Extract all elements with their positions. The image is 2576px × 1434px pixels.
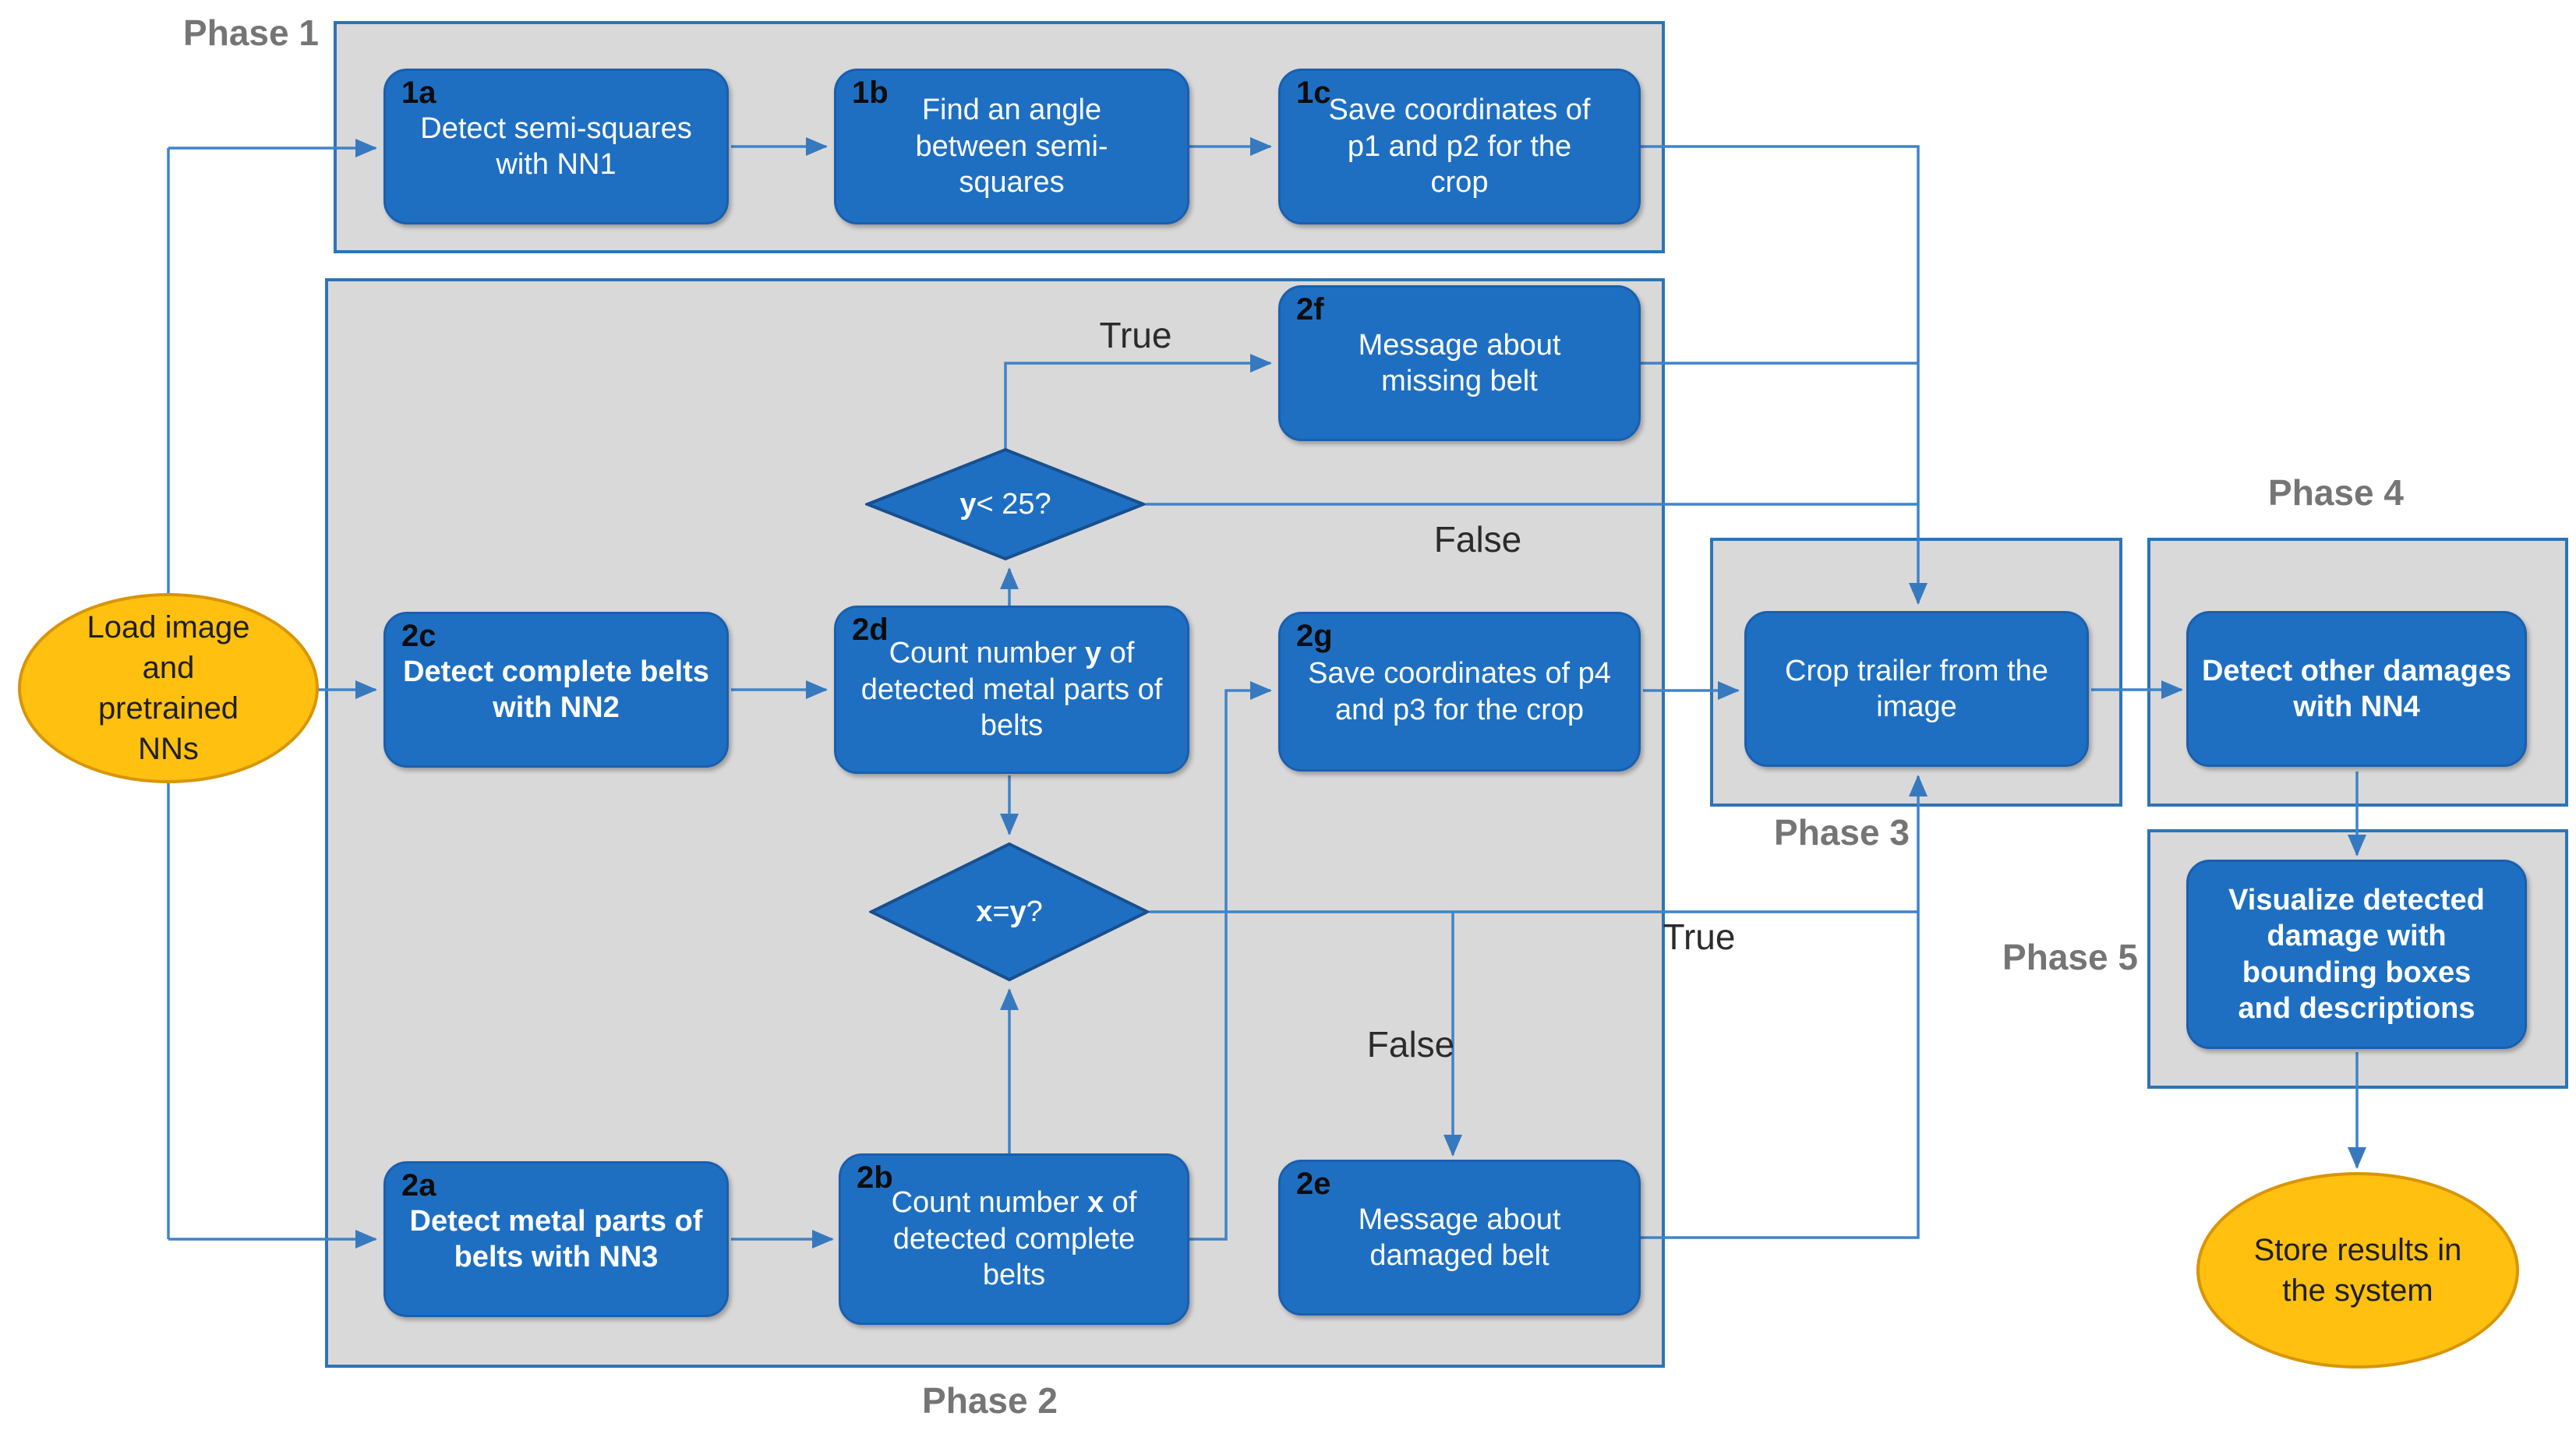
label-phase-4: Phase 4 bbox=[2268, 472, 2404, 513]
node-2c-text: Detect complete belts with NN2 bbox=[403, 655, 709, 724]
wire-1c-to-crop bbox=[1641, 145, 1928, 605]
decision-x-eq-y-rest: ? bbox=[1026, 895, 1043, 928]
decision-x-eq-y-var1: x bbox=[976, 895, 993, 928]
node-2d-text-var: y bbox=[1084, 637, 1102, 670]
decision-y-lt-25-text: y < 25? bbox=[865, 447, 1146, 561]
node-2c: 2c Detect complete belts with NN2 bbox=[383, 612, 729, 768]
node-2g-text: Save coordinates of p4 and p3 for the cr… bbox=[1308, 657, 1611, 726]
node-detect-other-damages-text: Detect other damages with NN4 bbox=[2201, 654, 2511, 723]
node-1c-text: Save coordinates of p1 and p2 for the cr… bbox=[1328, 94, 1591, 200]
node-2d-text: Count number y of detected metal parts o… bbox=[860, 635, 1164, 743]
node-1a: 1a Detect semi-squares with NN1 bbox=[383, 69, 729, 224]
node-2e: 2e Message about damaged belt bbox=[1278, 1160, 1641, 1316]
node-2c-tag: 2c bbox=[401, 619, 436, 653]
decision-y-lt-25-rest: < 25? bbox=[976, 487, 1051, 521]
node-2f-tag: 2f bbox=[1296, 292, 1324, 327]
node-2a: 2a Detect metal parts of belts with NN3 bbox=[383, 1161, 729, 1317]
wire-2b-to-2g bbox=[1189, 681, 1272, 1241]
label-phase-1: Phase 1 bbox=[183, 12, 319, 53]
node-crop-trailer: Crop trailer from the image bbox=[1744, 611, 2089, 767]
node-2b-text-pre: Count number bbox=[891, 1186, 1087, 1220]
node-2b: 2b Count number x of detected complete b… bbox=[839, 1153, 1189, 1325]
node-1a-tag: 1a bbox=[401, 76, 436, 110]
decision-x-eq-y: x = y? bbox=[869, 842, 1150, 982]
decision-x-eq-y-mid: = bbox=[992, 895, 1010, 928]
node-detect-other-damages: Detect other damages with NN4 bbox=[2186, 611, 2527, 767]
node-2d: 2d Count number y of detected metal part… bbox=[834, 606, 1189, 774]
node-visualize-damage-text: Visualize detected damage with bounding … bbox=[2228, 883, 2485, 1025]
node-1b: 1b Find an angle between semi-squares bbox=[834, 69, 1189, 224]
decision-y-lt-25: y < 25? bbox=[865, 447, 1146, 561]
label-d2-false: False bbox=[1366, 1024, 1455, 1065]
start-terminal: Load image and pretrained NNs bbox=[18, 593, 319, 783]
label-phase-3: Phase 3 bbox=[1774, 812, 1910, 853]
node-2b-tag: 2b bbox=[857, 1160, 893, 1195]
node-1b-text: Find an angle between semi-squares bbox=[915, 94, 1108, 200]
wire-2e-up-to-crop bbox=[1641, 775, 1928, 1239]
end-terminal-text: Store results in the system bbox=[2253, 1233, 2462, 1308]
label-d1-false: False bbox=[1433, 519, 1522, 560]
node-2b-text-post: of detected complete belts bbox=[892, 1186, 1137, 1292]
decision-y-lt-25-shape bbox=[865, 447, 1146, 561]
node-2e-tag: 2e bbox=[1296, 1167, 1331, 1201]
node-2a-tag: 2a bbox=[401, 1168, 436, 1203]
node-2b-text: Count number x of detected complete belt… bbox=[878, 1185, 1150, 1293]
node-1b-tag: 1b bbox=[852, 76, 889, 110]
decision-x-eq-y-text: x = y? bbox=[869, 842, 1150, 982]
decision-y-lt-25-var: y bbox=[959, 487, 977, 521]
node-2b-text-var: x bbox=[1087, 1186, 1104, 1220]
node-1c: 1c Save coordinates of p1 and p2 for the… bbox=[1278, 69, 1641, 224]
node-2f: 2f Message about missing belt bbox=[1278, 285, 1641, 441]
node-2a-text: Detect metal parts of belts with NN3 bbox=[409, 1204, 703, 1273]
label-phase-5: Phase 5 bbox=[2002, 937, 2138, 977]
node-crop-trailer-text: Crop trailer from the image bbox=[1785, 654, 2048, 723]
node-visualize-damage: Visualize detected damage with bounding … bbox=[2186, 860, 2527, 1049]
node-2d-text-post: of detected metal parts of belts bbox=[860, 637, 1163, 743]
node-2g-tag: 2g bbox=[1296, 619, 1333, 653]
node-2d-text-pre: Count number bbox=[889, 637, 1085, 670]
decision-x-eq-y-var2: y bbox=[1009, 895, 1027, 928]
start-terminal-text: Load image and pretrained NNs bbox=[87, 610, 250, 766]
node-1a-text: Detect semi-squares with NN1 bbox=[420, 111, 692, 181]
node-2d-tag: 2d bbox=[852, 613, 889, 647]
decision-x-eq-y-shape bbox=[869, 842, 1150, 982]
node-2f-text: Message about missing belt bbox=[1358, 328, 1561, 397]
node-1c-tag: 1c bbox=[1296, 76, 1331, 110]
node-2g: 2g Save coordinates of p4 and p3 for the… bbox=[1278, 612, 1641, 772]
label-phase-2: Phase 2 bbox=[922, 1380, 1058, 1421]
end-terminal: Store results in the system bbox=[2196, 1172, 2519, 1369]
wire-d1-true-to-2f bbox=[1004, 354, 1272, 449]
label-d2-true: True bbox=[1663, 917, 1736, 957]
node-2e-text: Message about damaged belt bbox=[1358, 1203, 1561, 1272]
label-d1-true: True bbox=[1099, 315, 1172, 355]
